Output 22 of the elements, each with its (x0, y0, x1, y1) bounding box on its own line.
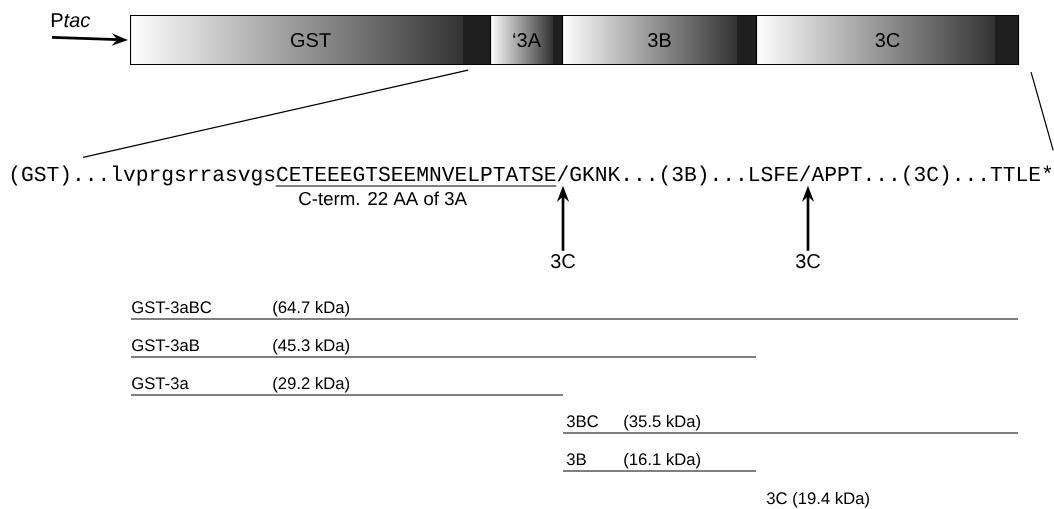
fragment-label: 3C (19.4 kDa) (766, 491, 869, 508)
fragment-label: (16.1 kDa) (624, 452, 700, 469)
fragment-label: 3B (566, 453, 586, 466)
fragment-label: GST-3aBC (132, 301, 212, 314)
fragment-label: (29.2 kDa) (273, 376, 349, 393)
fragment-label: 3BC (566, 415, 599, 428)
zoom-line (82, 69, 469, 158)
fragment-label: (35.5 kDa) (624, 414, 700, 431)
fragment-label: (64.7 kDa) (273, 300, 349, 317)
segment-box: 3C (756, 15, 1020, 66)
fragment-label: GST-3a (132, 377, 189, 390)
annotation-label: C-term. 22 AA of 3A (299, 191, 467, 206)
zoom-line (1030, 71, 1054, 151)
sequence-text: (GST)...lvprgsrrasvgsCETEEEGTSEEMNVELPTATSE/GKNK...(3B)...LSFE/APPT...(3C)...TTLE* (11, 165, 1052, 186)
segment-box: GST (130, 15, 492, 66)
segment-box: 3B (562, 15, 758, 66)
segment-box: ‘3A (490, 15, 564, 66)
ptac-label: Ptac (51, 13, 91, 28)
fragment-label: GST-3aB (132, 339, 199, 352)
fragment-label: (45.3 kDa) (273, 338, 349, 355)
cleavage-label: 3C (550, 254, 575, 269)
cleavage-label: 3C (795, 254, 820, 269)
